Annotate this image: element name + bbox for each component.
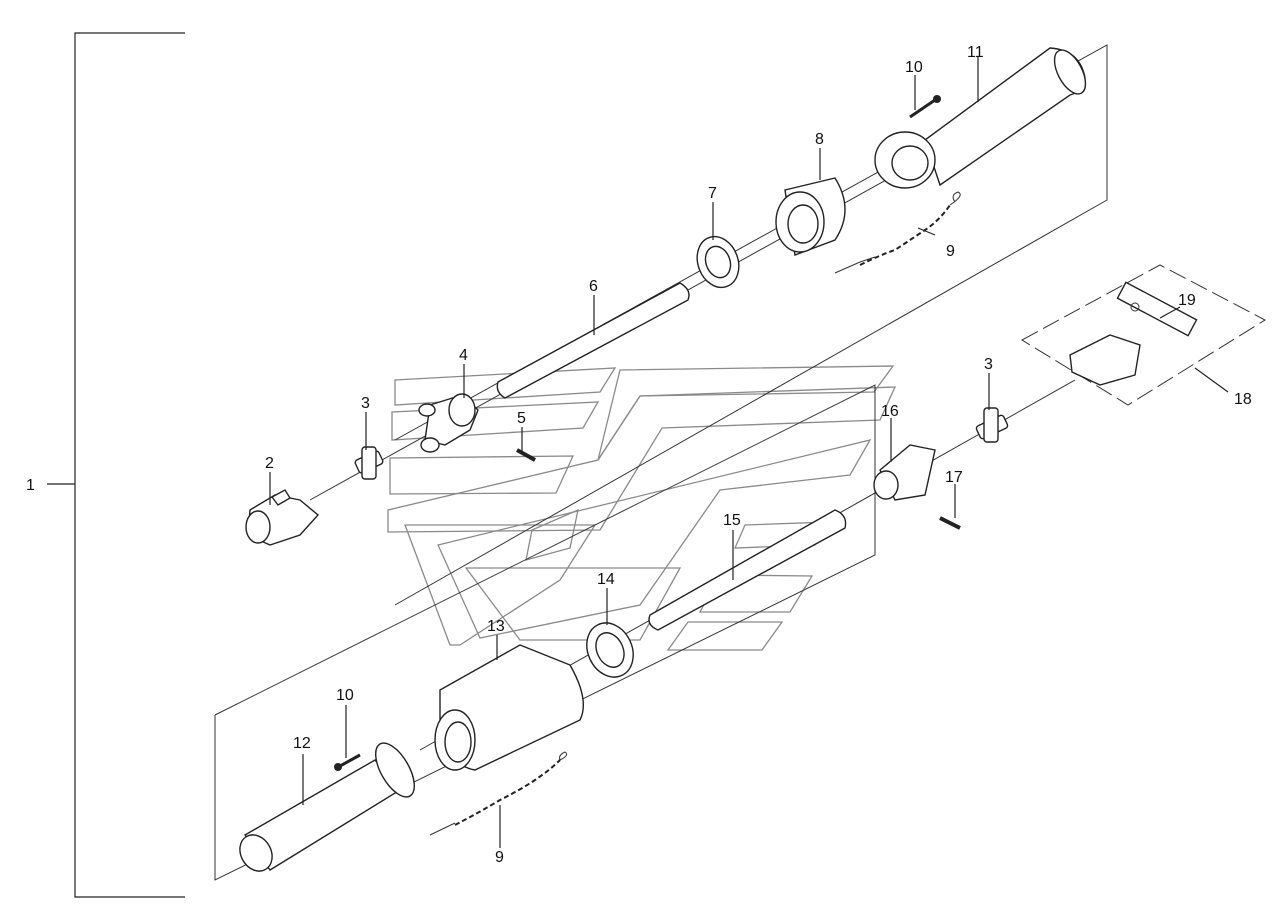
callout-13: 13 xyxy=(487,618,505,635)
outer-guard-tube xyxy=(924,47,1087,187)
callouts: 1 2 3 4 5 6 7 8 9 10 11 3 16 17 19 18 15… xyxy=(26,44,1252,866)
outer-profile-tube xyxy=(648,509,847,631)
outer-protection-cone xyxy=(434,644,584,771)
spring-pin-upper xyxy=(516,448,536,462)
callout-17: 17 xyxy=(945,469,963,486)
callout-11: 11 xyxy=(967,44,984,61)
inner-yoke xyxy=(418,393,479,453)
watermark-logo xyxy=(387,365,897,651)
callout-16: 16 xyxy=(881,403,899,420)
yoke-assembly-kit xyxy=(1021,264,1267,406)
outer-yoke xyxy=(873,444,936,501)
leader-lines xyxy=(269,57,1229,848)
callout-15: 15 xyxy=(723,512,741,529)
bearing-ring-lower xyxy=(586,622,634,678)
callout-4: 4 xyxy=(459,347,468,364)
callout-10-upper: 10 xyxy=(905,59,923,76)
cross-journal-right xyxy=(975,407,1009,443)
callout-1: 1 xyxy=(26,477,35,494)
callout-19: 19 xyxy=(1178,292,1196,309)
callout-5: 5 xyxy=(517,410,526,427)
cross-journal-left xyxy=(354,446,384,480)
screw-lower xyxy=(334,753,361,771)
callout-6: 6 xyxy=(589,278,598,295)
lower-guard-panel xyxy=(214,384,876,881)
callout-3-left: 3 xyxy=(361,395,370,412)
bearing-ring-upper xyxy=(696,235,740,289)
callout-9-upper: 9 xyxy=(946,243,955,260)
callout-14: 14 xyxy=(597,571,615,588)
safety-chain-lower xyxy=(429,751,568,836)
callout-9-lower: 9 xyxy=(495,849,504,866)
callout-10-lower: 10 xyxy=(336,687,354,704)
yoke-left xyxy=(245,489,320,546)
callout-18: 18 xyxy=(1234,391,1252,408)
safety-chain-upper xyxy=(834,191,961,274)
screw-upper xyxy=(909,95,941,119)
assembly-bracket xyxy=(47,32,185,898)
callout-7: 7 xyxy=(708,185,717,202)
callout-12: 12 xyxy=(293,735,311,752)
callout-2: 2 xyxy=(265,455,274,472)
callout-8: 8 xyxy=(815,131,824,148)
upper-guard-panel xyxy=(394,44,1108,606)
bellows-upper xyxy=(775,177,846,256)
spring-pin-lower xyxy=(939,516,961,530)
inner-guard-tube xyxy=(239,742,415,872)
inner-profile-tube xyxy=(496,282,690,399)
guard-cone-upper xyxy=(874,131,936,189)
callout-3-right: 3 xyxy=(984,356,993,373)
